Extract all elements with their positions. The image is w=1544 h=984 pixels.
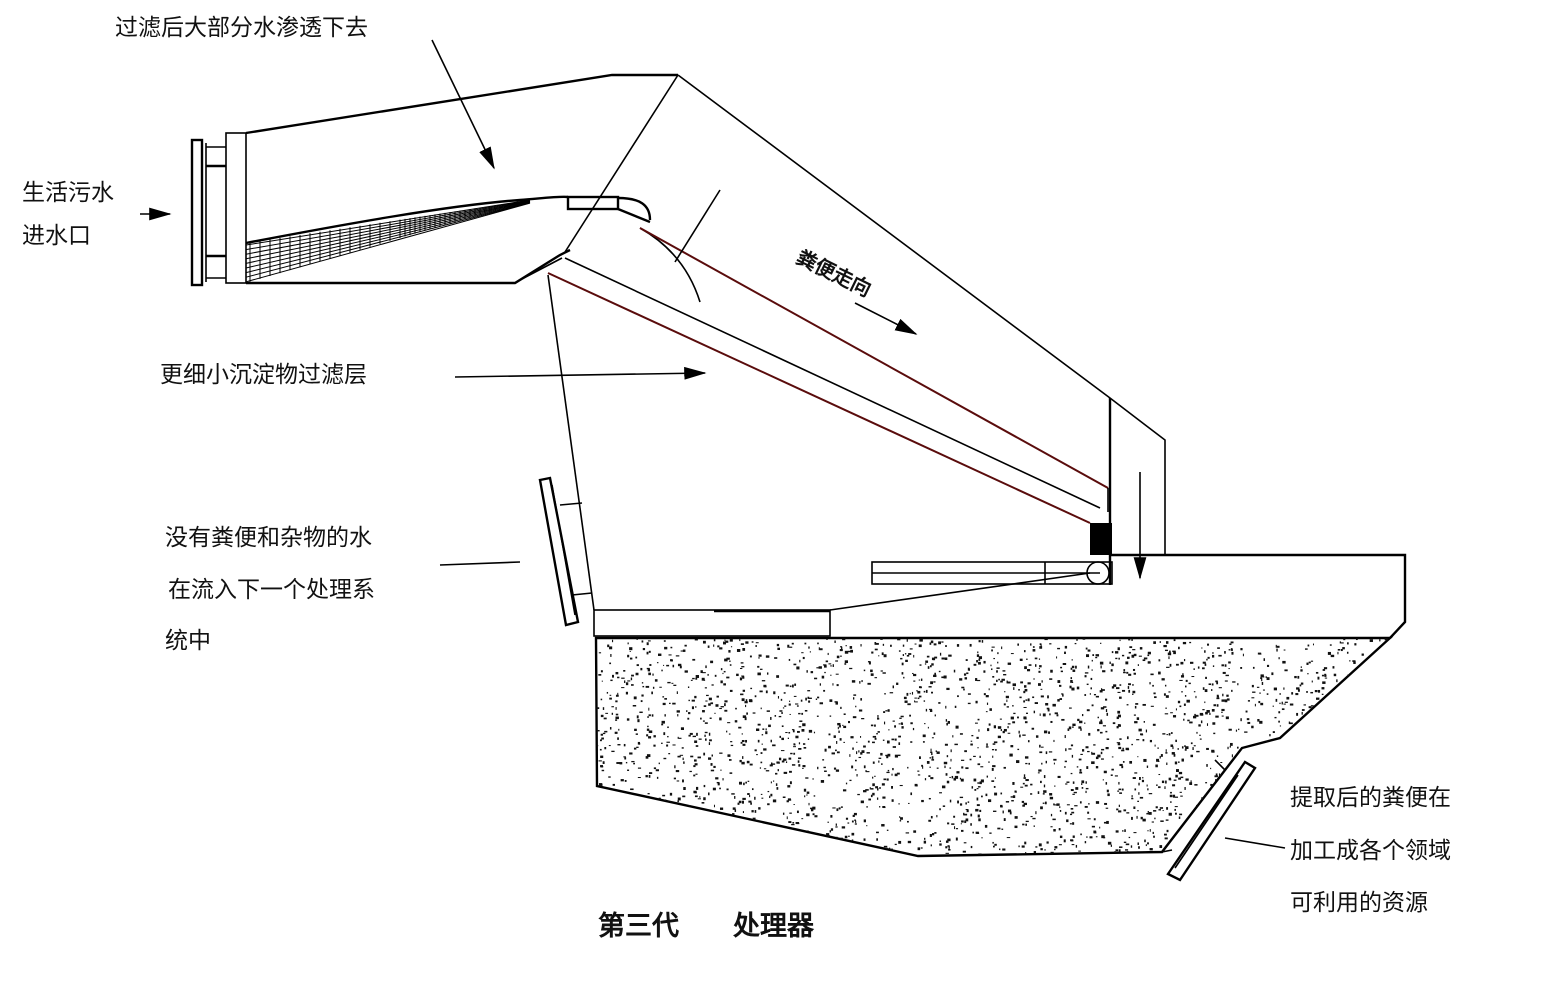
seep-arrow — [431, 39, 495, 170]
top-note: 过滤后大部分水渗透下去 — [115, 15, 368, 41]
leader-line — [1224, 837, 1286, 849]
gate-block — [1090, 523, 1112, 555]
flow-direction-label: 粪便走向 — [793, 245, 875, 302]
output-label-3: 可利用的资源 — [1290, 890, 1428, 916]
inlet-label-1: 生活污水 — [22, 180, 114, 206]
water-outlet-flange — [538, 476, 593, 627]
output-label-2: 加工成各个领域 — [1290, 838, 1451, 864]
filter-layer-label: 更细小沉淀物过滤层 — [160, 362, 367, 388]
clean-water-label-1: 没有粪便和杂物的水 — [165, 525, 372, 551]
caption-device: 处理器 — [732, 911, 815, 942]
roller-icon — [1086, 561, 1110, 585]
casing — [547, 74, 1407, 639]
output-label-1: 提取后的粪便在 — [1290, 785, 1451, 811]
leader-line — [674, 189, 721, 263]
mesh-screen — [245, 199, 531, 283]
inlet-flange — [190, 132, 247, 287]
flow-arrow — [854, 302, 918, 335]
inlet-body — [245, 73, 679, 285]
conveyor — [871, 561, 1113, 585]
leader-line — [439, 561, 521, 566]
sludge-tank — [594, 636, 1394, 858]
inlet-label-2: 进水口 — [22, 223, 91, 249]
caption-generation: 第三代 — [598, 910, 679, 942]
clean-water-label-3: 统中 — [165, 628, 211, 654]
sludge-outlet-flange — [1161, 759, 1257, 882]
clean-water-label-2: 在流入下一个处理系 — [168, 577, 375, 603]
filter-layer-arrow — [454, 366, 707, 380]
filter-chute — [547, 227, 1112, 555]
